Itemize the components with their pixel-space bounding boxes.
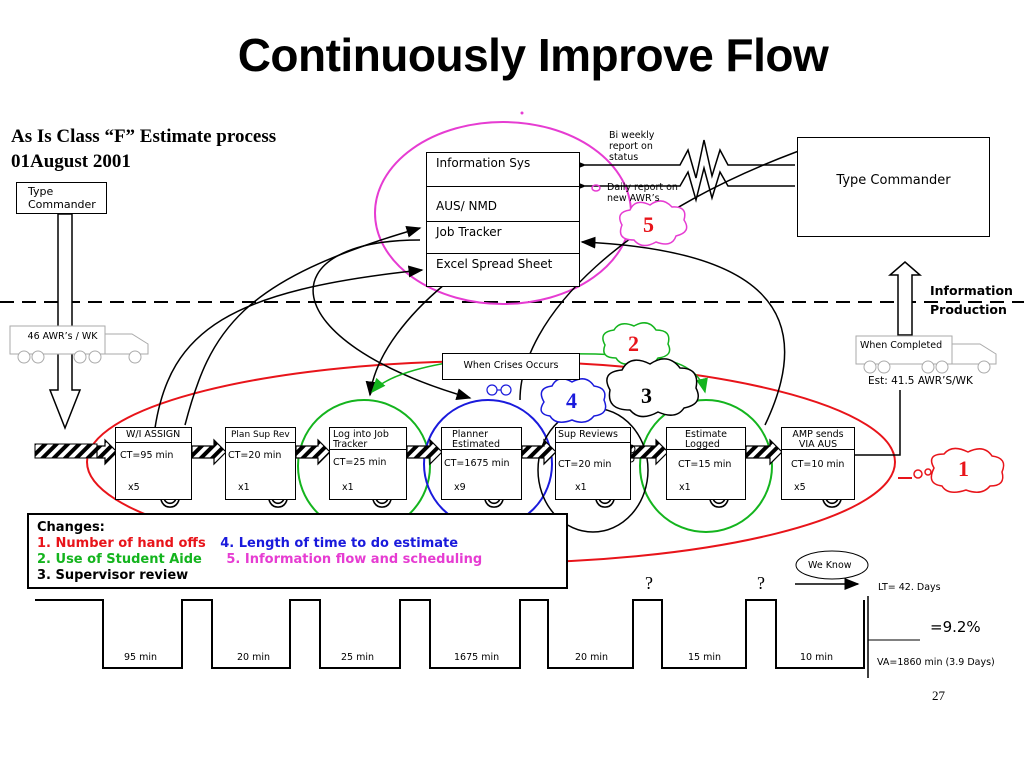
process-operators: x9 <box>454 482 466 493</box>
process-box-wi-assign: W/I ASSIGN CT=95 min x5 <box>115 427 192 500</box>
customer-up-arrow <box>887 261 923 336</box>
process-name: Sup Reviews <box>556 428 630 443</box>
process-box-amp-sends: AMP sends VIA AUS CT=10 min x5 <box>781 427 855 500</box>
daily-report-label: Daily report on new AWR’s <box>607 182 678 204</box>
job-tracker-row: Job Tracker <box>427 222 579 254</box>
process-operators: x1 <box>575 482 587 493</box>
process-date: 01August 2001 <box>11 151 131 172</box>
timeline-time-1: 95 min <box>124 652 158 663</box>
supplier-label: Type Commander <box>28 185 96 211</box>
burst-5-number: 5 <box>643 212 654 237</box>
efficiency-ratio: =9.2% <box>930 618 981 636</box>
customer-truck <box>855 335 997 374</box>
information-systems-box: Information Sys AUS/ NMD Job Tracker Exc… <box>426 152 580 287</box>
timeline-time-2: 20 min <box>237 652 271 663</box>
supplier-truck-label: 46 AWR’s / WK <box>27 331 98 342</box>
process-operators: x1 <box>679 482 691 493</box>
process-box-estimate-logged: Estimate Logged in CT=15 min x1 <box>666 427 746 500</box>
process-cycle-time: CT=10 min <box>791 459 845 470</box>
biweekly-report-label: Bi weekly report on status <box>609 130 655 163</box>
process-name: Log into Job Tracker <box>330 428 406 450</box>
process-operators: x5 <box>794 482 806 493</box>
process-box-plan-sup-rev: Plan Sup Rev CT=20 min x1 <box>225 427 296 500</box>
glasses-icon <box>486 384 512 396</box>
customer-throughput: Est: 41.5 AWR’S/WK <box>868 375 973 387</box>
process-cycle-time: CT=25 min <box>333 457 387 468</box>
excel-sheet-row: Excel Spread Sheet <box>436 257 553 271</box>
production-flow-label: Production <box>930 302 1007 317</box>
timeline-time-5: 20 min <box>575 652 609 663</box>
change-2: 2. Use of Student Aide <box>37 552 202 567</box>
process-name: AMP sends VIA AUS <box>782 428 854 450</box>
change-3: 3. Supervisor review <box>37 568 189 583</box>
process-operators: x1 <box>342 482 354 493</box>
green-circle-2 <box>639 399 773 533</box>
change-5: 5. Information flow and scheduling <box>226 552 483 567</box>
burst-4-shape <box>540 378 607 423</box>
question-mark-2: ? <box>757 573 765 593</box>
timeline-time-6: 15 min <box>688 652 722 663</box>
customer-box: Type Commander <box>797 137 990 237</box>
process-cycle-time: CT=20 min <box>558 459 612 470</box>
value-added-label: VA=1860 min (3.9 Days) <box>877 657 995 668</box>
timeline-wave <box>35 599 865 669</box>
slide-title: Continuously Improve Flow <box>237 29 829 81</box>
we-know-label: We Know <box>808 560 852 571</box>
process-cycle-time: CT=20 min <box>228 450 282 461</box>
supplier-box: Type Commander <box>16 182 107 214</box>
burst-1-shape <box>930 447 1005 493</box>
process-name: Planner Estimated <box>442 428 521 450</box>
burst-4-number: 4 <box>566 388 577 413</box>
customer-truck-label: When Completed <box>860 340 943 351</box>
customer-label: Type Commander <box>836 173 951 188</box>
process-name: Estimate Logged in <box>667 428 745 450</box>
timeline-time-4: 1675 min <box>454 652 500 663</box>
process-operators: x1 <box>238 482 250 493</box>
information-flow-label: Information <box>930 283 1013 298</box>
process-cycle-time: CT=95 min <box>120 450 174 461</box>
burst-5-shape <box>619 200 688 247</box>
burst-1-number: 1 <box>958 456 969 481</box>
push-arrows <box>96 438 783 466</box>
timeline-time-7: 10 min <box>800 652 834 663</box>
process-cycle-time: CT=15 min <box>678 459 732 470</box>
process-box-sup-reviews: Sup Reviews CT=20 min x1 <box>555 427 631 500</box>
page-number: 27 <box>932 688 945 703</box>
changes-heading: Changes: <box>37 520 105 535</box>
question-mark-1: ? <box>645 573 653 593</box>
process-cycle-time: CT=1675 min <box>444 458 510 469</box>
timeline-time-3: 25 min <box>341 652 375 663</box>
crisis-label: When Crises Occurs <box>463 360 559 371</box>
process-operators: x5 <box>128 482 140 493</box>
burst-3-number: 3 <box>641 383 652 408</box>
process-title: As Is Class “F” Estimate process <box>11 126 277 147</box>
lead-time-label: LT= 42. Days <box>878 582 941 593</box>
changes-legend: Changes: 1. Number of hand offs 4. Lengt… <box>27 513 568 589</box>
change-1: 1. Number of hand offs <box>37 536 206 551</box>
supplier-truck <box>9 325 149 364</box>
burst-3-shape <box>606 358 699 418</box>
aus-nmd-row: AUS/ NMD <box>427 187 579 222</box>
process-box-planner-estimated: Planner Estimated CT=1675 min x9 <box>441 427 522 500</box>
process-name: W/I ASSIGN <box>116 428 191 443</box>
supplier-down-arrow <box>48 213 82 431</box>
info-sys-row: Information Sys <box>427 153 579 187</box>
change-4: 4. Length of time to do estimate <box>220 536 459 551</box>
burst-2-number: 2 <box>628 331 639 356</box>
crisis-box: When Crises Occurs <box>442 353 580 380</box>
process-name: Plan Sup Rev <box>226 428 295 443</box>
process-box-log-job-tracker: Log into Job Tracker CT=25 min x1 <box>329 427 407 500</box>
burst-2-shape <box>602 322 671 365</box>
